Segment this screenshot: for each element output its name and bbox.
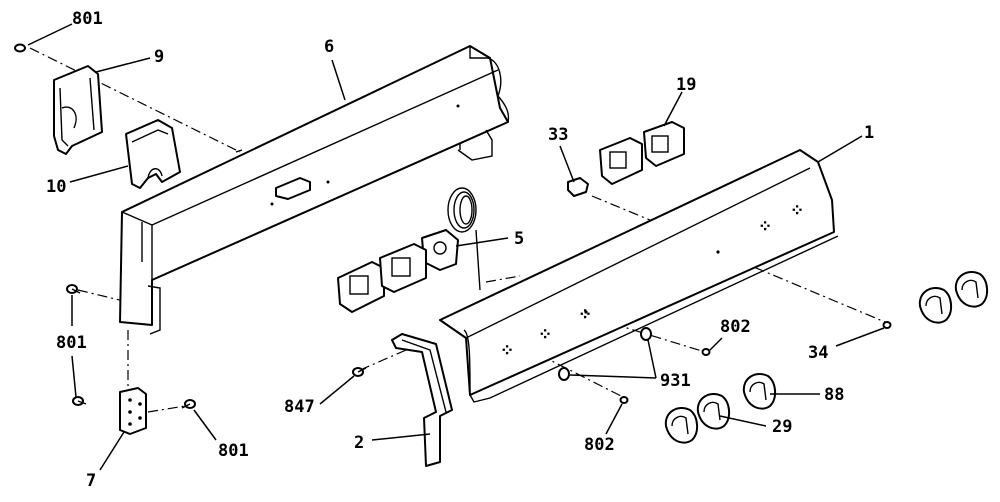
callout-7: 7 <box>86 471 96 491</box>
svg-text:⁘: ⁘ <box>578 305 592 325</box>
callout-labels: 801 9 6 10 801 7 801 847 2 5 33 19 1 802… <box>46 9 874 491</box>
callout-5: 5 <box>514 229 524 249</box>
knob-pair-right <box>918 271 988 324</box>
knob-part-29 <box>696 393 730 430</box>
control-panel-part-1: ⁘ ⁘ ⁘ ⁘ ⁘ <box>439 149 839 403</box>
callout-34: 34 <box>808 343 828 363</box>
washer-931-lower <box>558 367 570 381</box>
callout-802-right: 802 <box>720 317 751 337</box>
side-bracket-part-9 <box>53 65 103 155</box>
leader-lines <box>27 23 885 471</box>
callout-801-bottom: 801 <box>218 441 249 461</box>
callout-6: 6 <box>324 37 334 57</box>
screw-802-right <box>701 348 711 356</box>
callout-931: 931 <box>660 371 691 391</box>
screw-847 <box>352 367 367 377</box>
screw-802-bottom <box>619 396 629 404</box>
callout-1: 1 <box>864 123 874 143</box>
control-panel-holes: ⁘ ⁘ ⁘ ⁘ ⁘ <box>500 201 804 361</box>
knob-part-88 <box>742 373 776 410</box>
screw-801-left-upper <box>66 284 81 294</box>
callout-33: 33 <box>548 125 568 145</box>
screw-801-right <box>181 399 196 409</box>
knob-spare-left <box>664 407 698 444</box>
callout-801-top: 801 <box>72 9 103 29</box>
washer-931-upper <box>640 327 652 341</box>
indicator-part-33 <box>567 177 589 197</box>
plug-part-34 <box>882 321 892 329</box>
thermostat-part-5 <box>421 187 481 291</box>
svg-text:⁘: ⁘ <box>790 201 804 221</box>
callout-847: 847 <box>284 397 315 417</box>
switch-pair-part-19 <box>599 121 685 185</box>
callout-19: 19 <box>676 75 696 95</box>
screw-801-top <box>14 43 26 53</box>
switch-pair-left <box>337 243 427 313</box>
callout-10: 10 <box>46 177 66 197</box>
callout-9: 9 <box>154 47 164 67</box>
svg-text:⁘: ⁘ <box>758 217 772 237</box>
callout-801-left: 801 <box>56 333 87 353</box>
clip-bracket-part-10 <box>125 119 181 189</box>
backguard-housing-part-6 <box>119 45 510 335</box>
callout-88: 88 <box>824 385 844 405</box>
svg-text:⁘: ⁘ <box>500 341 514 361</box>
callout-802-bottom: 802 <box>584 435 615 455</box>
support-strap-part-2 <box>391 333 453 467</box>
callout-29: 29 <box>772 417 792 437</box>
screw-801-left-lower <box>72 396 87 406</box>
bracket-part-7 <box>119 387 147 435</box>
svg-text:⁘: ⁘ <box>538 325 552 345</box>
callout-2: 2 <box>354 433 364 453</box>
